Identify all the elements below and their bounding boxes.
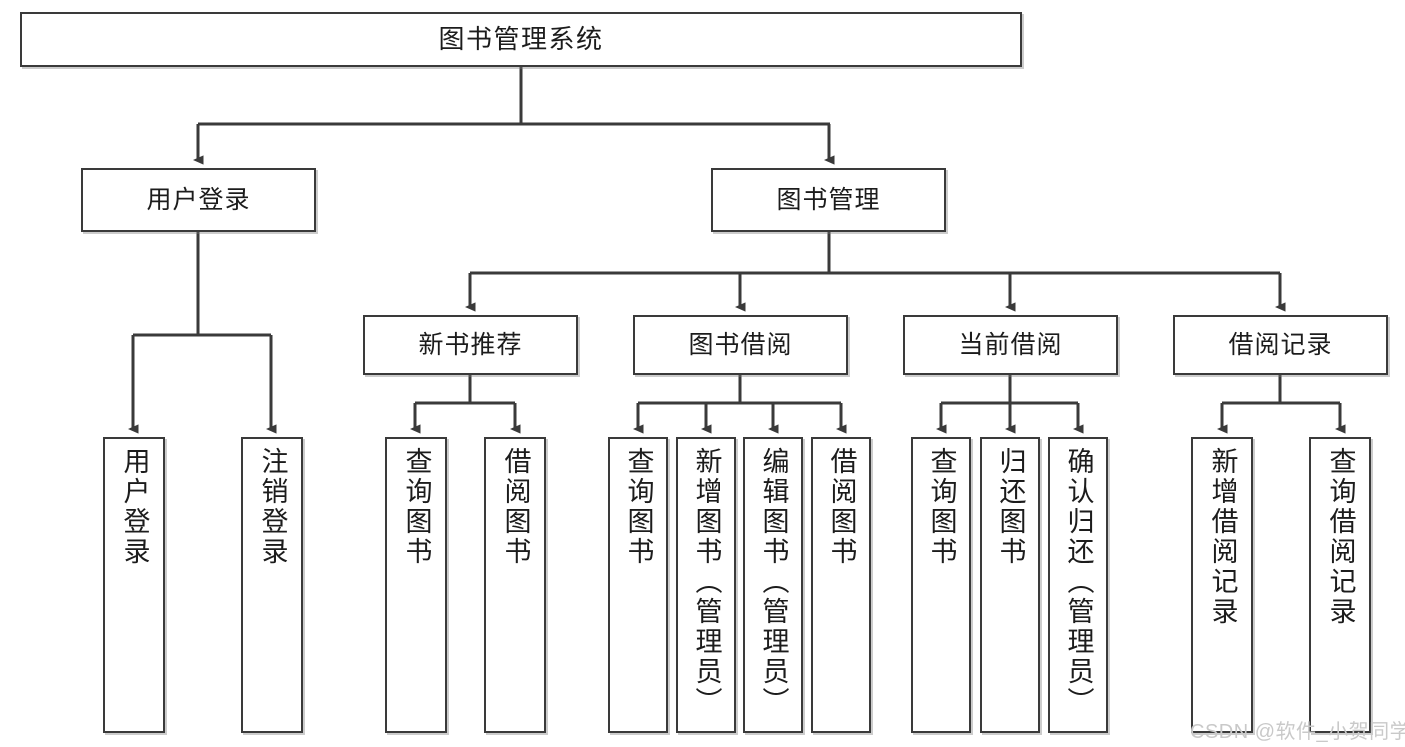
node-leaf-borrow-book-1[interactable]: 借阅图书 (484, 437, 546, 733)
node-leaf-query-book-2-label: 查询图书 (623, 447, 654, 567)
node-leaf-query-book-1[interactable]: 查询图书 (385, 437, 447, 733)
node-leaf-add-book-label: 新增图书（管理员） (691, 447, 722, 717)
node-book-manage[interactable]: 图书管理 (711, 168, 946, 232)
node-user-login-label: 用户登录 (146, 185, 251, 214)
node-user-login[interactable]: 用户登录 (81, 168, 316, 232)
node-book-borrow-label: 图书借阅 (688, 330, 793, 359)
node-root[interactable]: 图书管理系统 (20, 12, 1022, 67)
watermark: CSDN @软件_小贺同学 (1190, 721, 1405, 743)
node-book-manage-label: 图书管理 (776, 185, 881, 214)
node-current-borrow-label: 当前借阅 (958, 330, 1063, 359)
node-leaf-user-login[interactable]: 用户登录 (103, 437, 165, 733)
node-current-borrow[interactable]: 当前借阅 (903, 315, 1118, 375)
node-leaf-query-book-2[interactable]: 查询图书 (608, 437, 668, 733)
node-leaf-return-book-label: 归还图书 (995, 447, 1026, 567)
node-leaf-edit-book-label: 编辑图书（管理员） (758, 447, 789, 717)
node-leaf-borrow-book-2-label: 借阅图书 (826, 447, 857, 567)
node-leaf-add-book[interactable]: 新增图书（管理员） (676, 437, 736, 733)
node-leaf-return-book[interactable]: 归还图书 (980, 437, 1040, 733)
node-leaf-edit-book[interactable]: 编辑图书（管理员） (743, 437, 803, 733)
node-leaf-query-book-1-label: 查询图书 (401, 447, 432, 567)
node-book-borrow[interactable]: 图书借阅 (633, 315, 848, 375)
node-new-book-recommend[interactable]: 新书推荐 (363, 315, 578, 375)
node-leaf-query-book-3[interactable]: 查询图书 (911, 437, 971, 733)
node-leaf-logout-login-label: 注销登录 (257, 447, 288, 567)
node-leaf-query-record[interactable]: 查询借阅记录 (1309, 437, 1371, 733)
node-leaf-confirm-return-label: 确认归还（管理员） (1063, 447, 1094, 717)
node-borrow-record-label: 借阅记录 (1228, 330, 1333, 359)
node-new-book-recommend-label: 新书推荐 (418, 330, 523, 359)
node-root-label: 图书管理系统 (438, 24, 604, 55)
node-borrow-record[interactable]: 借阅记录 (1173, 315, 1388, 375)
node-leaf-query-book-3-label: 查询图书 (926, 447, 957, 567)
node-leaf-borrow-book-1-label: 借阅图书 (500, 447, 531, 567)
node-leaf-query-record-label: 查询借阅记录 (1325, 447, 1356, 627)
node-leaf-confirm-return[interactable]: 确认归还（管理员） (1048, 437, 1108, 733)
node-leaf-add-record[interactable]: 新增借阅记录 (1191, 437, 1253, 733)
node-leaf-user-login-label: 用户登录 (119, 447, 150, 567)
node-leaf-add-record-label: 新增借阅记录 (1207, 447, 1238, 627)
node-leaf-borrow-book-2[interactable]: 借阅图书 (811, 437, 871, 733)
node-leaf-logout-login[interactable]: 注销登录 (241, 437, 303, 733)
